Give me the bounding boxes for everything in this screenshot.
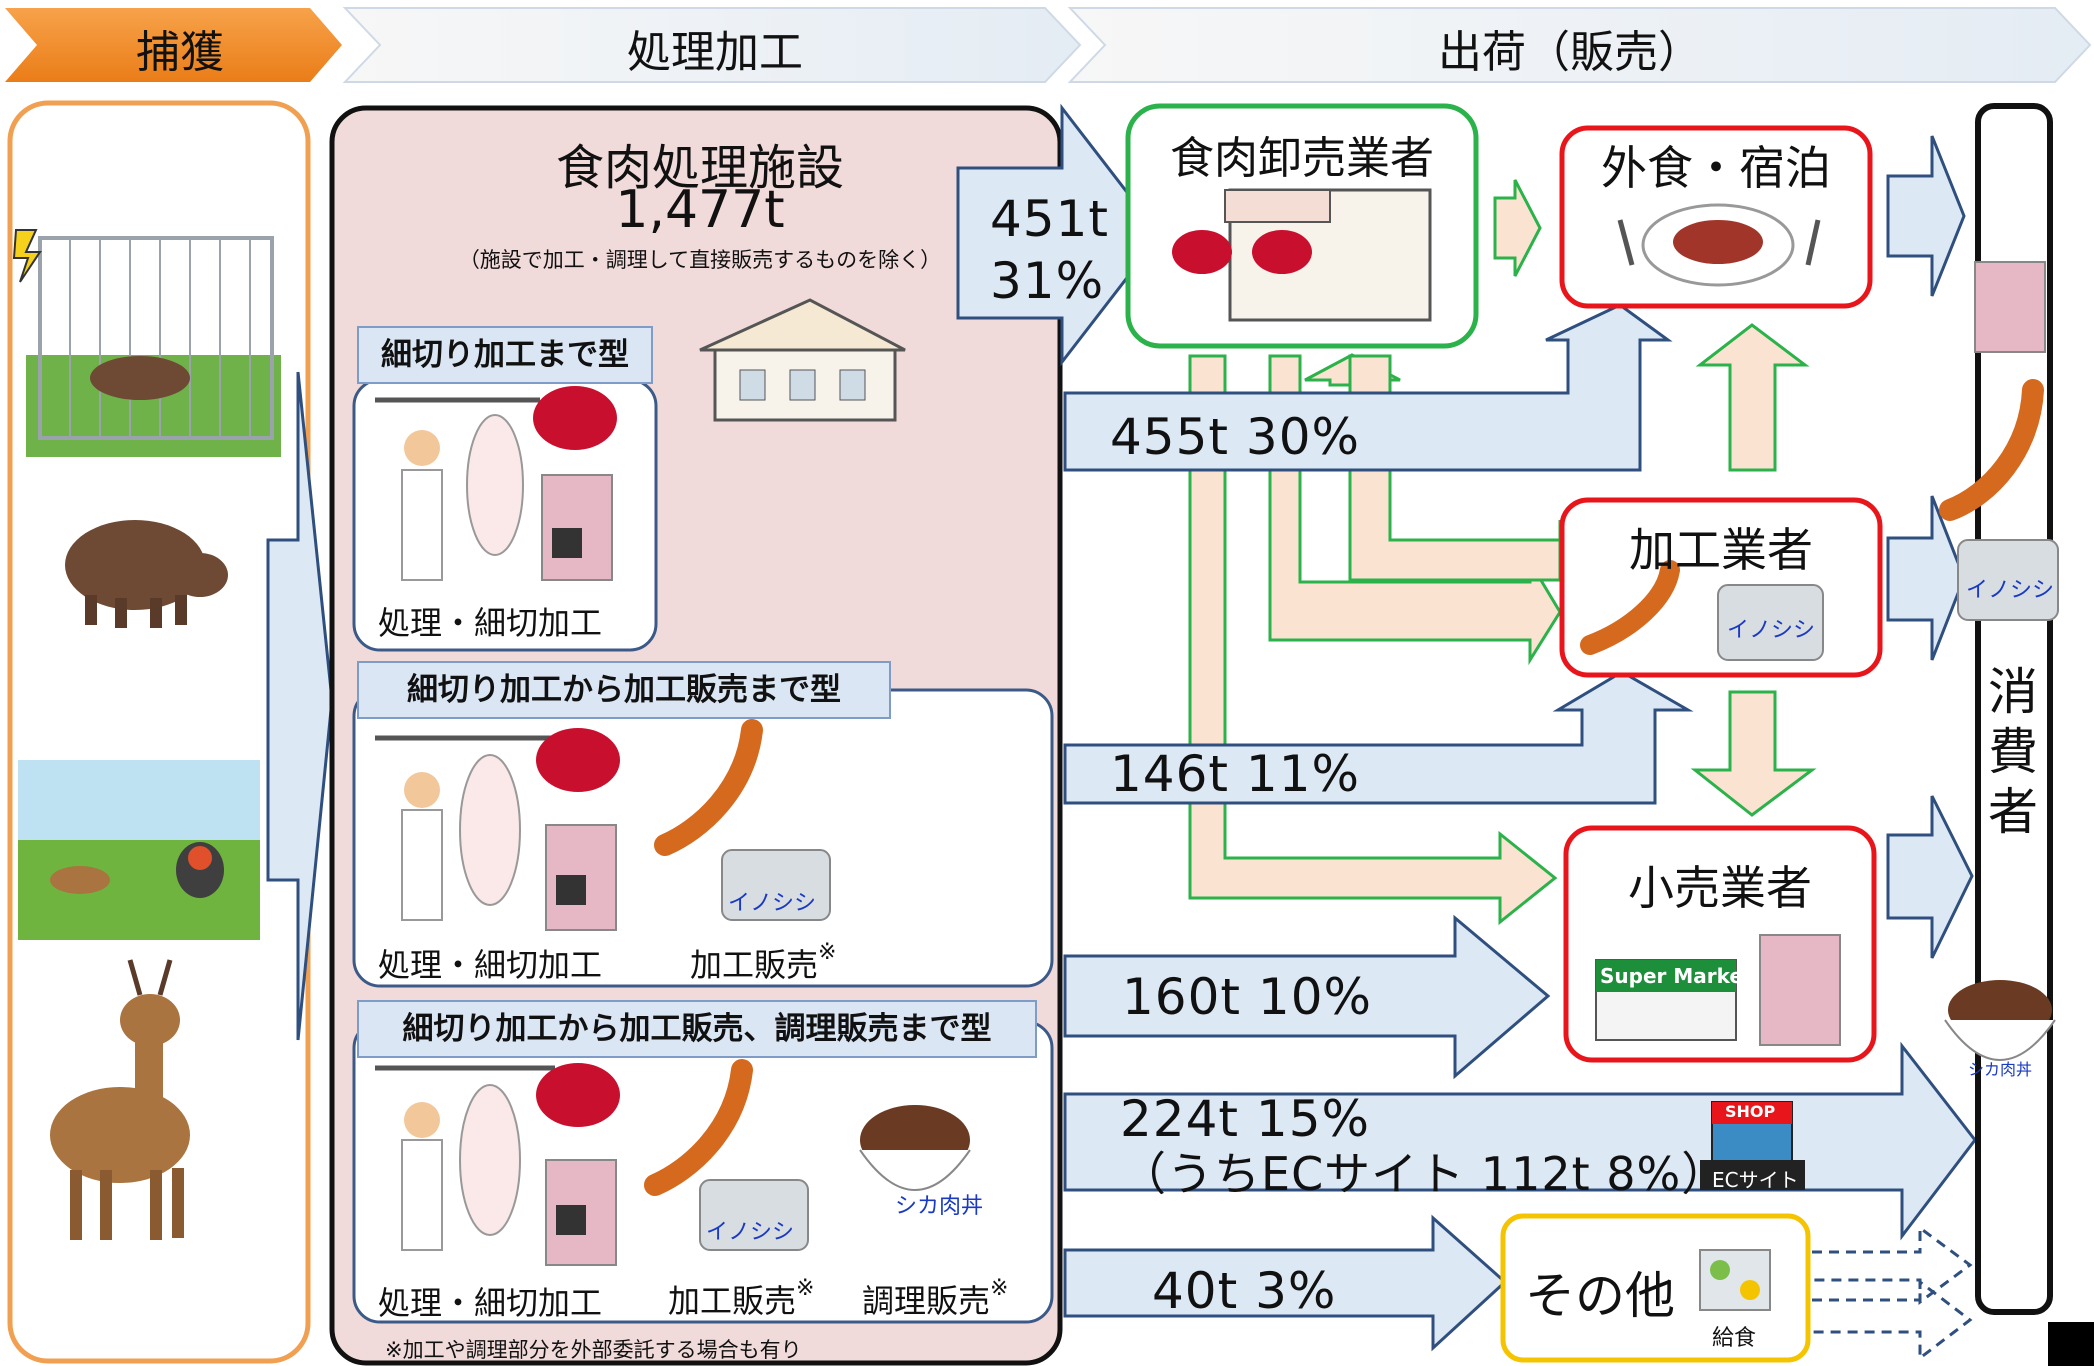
type2-caption-sales: 加工販売※	[690, 940, 837, 984]
corner-marker	[2048, 1322, 2094, 1366]
flow-other-label: 40t 3%	[1152, 1262, 1337, 1320]
shop-label: SHOP	[1725, 1102, 1776, 1121]
plate-illustration	[1617, 203, 1821, 287]
processor-title: 加工業者	[1629, 523, 1813, 577]
type1-worker-illustration	[375, 386, 617, 581]
type2-header: 細切り加工から加工販売まで型	[357, 661, 891, 719]
type3-worker-illustration	[375, 1059, 971, 1266]
type2-worker-illustration	[375, 719, 831, 931]
type1-header: 細切り加工まで型	[357, 326, 653, 384]
flow-retail-label: 160t 10%	[1122, 968, 1373, 1026]
consumer-can-label: イノシシ	[1966, 578, 2055, 603]
supermarket-illustration	[1595, 934, 1841, 1046]
school-lunch-illustration	[1699, 1249, 1771, 1311]
type3-donburi-label: シカ肉丼	[895, 1194, 984, 1219]
consumer-donburi-label: シカ肉丼	[1968, 1060, 2033, 1079]
wholesaler-title: 食肉卸売業者	[1170, 133, 1434, 184]
stage-processing-label: 処理加工	[627, 27, 803, 78]
type3-caption-sales: 加工販売※	[668, 1276, 815, 1320]
flow-direct-label: 224t 15%	[1120, 1090, 1371, 1148]
consumer-char-1: 消	[1988, 663, 2038, 721]
facility-title: 食肉処理施設	[555, 140, 844, 196]
type2-caption-processing: 処理・細切加工	[378, 946, 603, 984]
wholesaler-illustration	[1172, 188, 1432, 322]
ec-site-label: ECサイト	[1712, 1168, 1799, 1192]
type3-caption-processing: 処理・細切加工	[378, 1284, 603, 1322]
shop-illustration	[1700, 1101, 1805, 1190]
consumer-char-3: 者	[1988, 783, 2038, 841]
hunting-scene-illustration	[18, 760, 260, 940]
flow-wholesale-amount: 451t	[990, 190, 1110, 248]
type3-caption-cooking: 調理販売※	[862, 1276, 1009, 1320]
flow-ec-label: （うちECサイト 112t 8%）	[1120, 1147, 1729, 1201]
stage-shipping-label: 出荷（販売）	[1438, 27, 1702, 78]
facility-amount: 1,477t	[615, 180, 785, 240]
type1-caption-processing: 処理・細切加工	[378, 604, 603, 642]
shipping-stage-chevron	[1067, 7, 2092, 83]
boar-illustration	[65, 520, 228, 628]
type3-header: 細切り加工から加工販売、調理販売まで型	[357, 1000, 1037, 1058]
consumer-char-2: 費	[1988, 723, 2038, 781]
capture-to-facility-arrow	[266, 371, 334, 1041]
consumer-products-illustration	[1939, 261, 2059, 1061]
school-lunch-label: 給食	[1712, 1326, 1757, 1351]
processor-illustration	[1580, 560, 1824, 661]
deer-illustration	[50, 959, 190, 1240]
food-service-title: 外食・宿泊	[1601, 141, 1831, 195]
processor-can-label: イノシシ	[1727, 618, 1816, 643]
type2-can-label: イノシシ	[728, 891, 817, 916]
other-title: その他	[1525, 1267, 1675, 1325]
trap-cage-illustration	[12, 225, 281, 457]
capture-stage-chevron	[5, 8, 342, 82]
footnote: ※加工や調理部分を外部委託する場合も有り	[385, 1338, 802, 1362]
processing-stage-chevron	[342, 7, 1082, 83]
flow-food-service-label: 455t 30%	[1110, 408, 1361, 466]
type3-can-label: イノシシ	[706, 1220, 795, 1245]
facility-note: （施設で加工・調理して直接販売するものを除く）	[458, 248, 942, 272]
flow-processor-label: 146t 11%	[1110, 745, 1361, 803]
flow-wholesale-percent: 31%	[990, 252, 1105, 310]
facility-building-illustration	[699, 298, 906, 422]
stage-capture-label: 捕獲	[136, 27, 224, 78]
supermarket-label: Super Market	[1600, 964, 1753, 988]
retail-title: 小売業者	[1628, 861, 1812, 915]
